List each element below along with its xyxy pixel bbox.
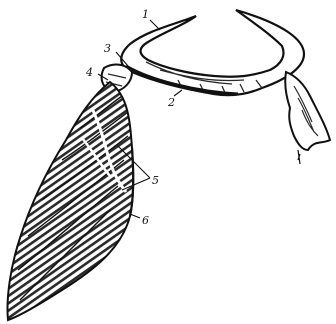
right-flap	[285, 72, 330, 164]
callout-3: 3	[104, 42, 111, 55]
hatched-blade	[8, 82, 134, 320]
callout-1: 1	[142, 8, 149, 21]
horseshoe-collar	[121, 10, 304, 95]
callout-4: 4	[85, 66, 93, 79]
callout-2: 2	[167, 96, 175, 109]
callout-6: 6	[142, 214, 149, 227]
callout-5: 5	[152, 174, 159, 187]
